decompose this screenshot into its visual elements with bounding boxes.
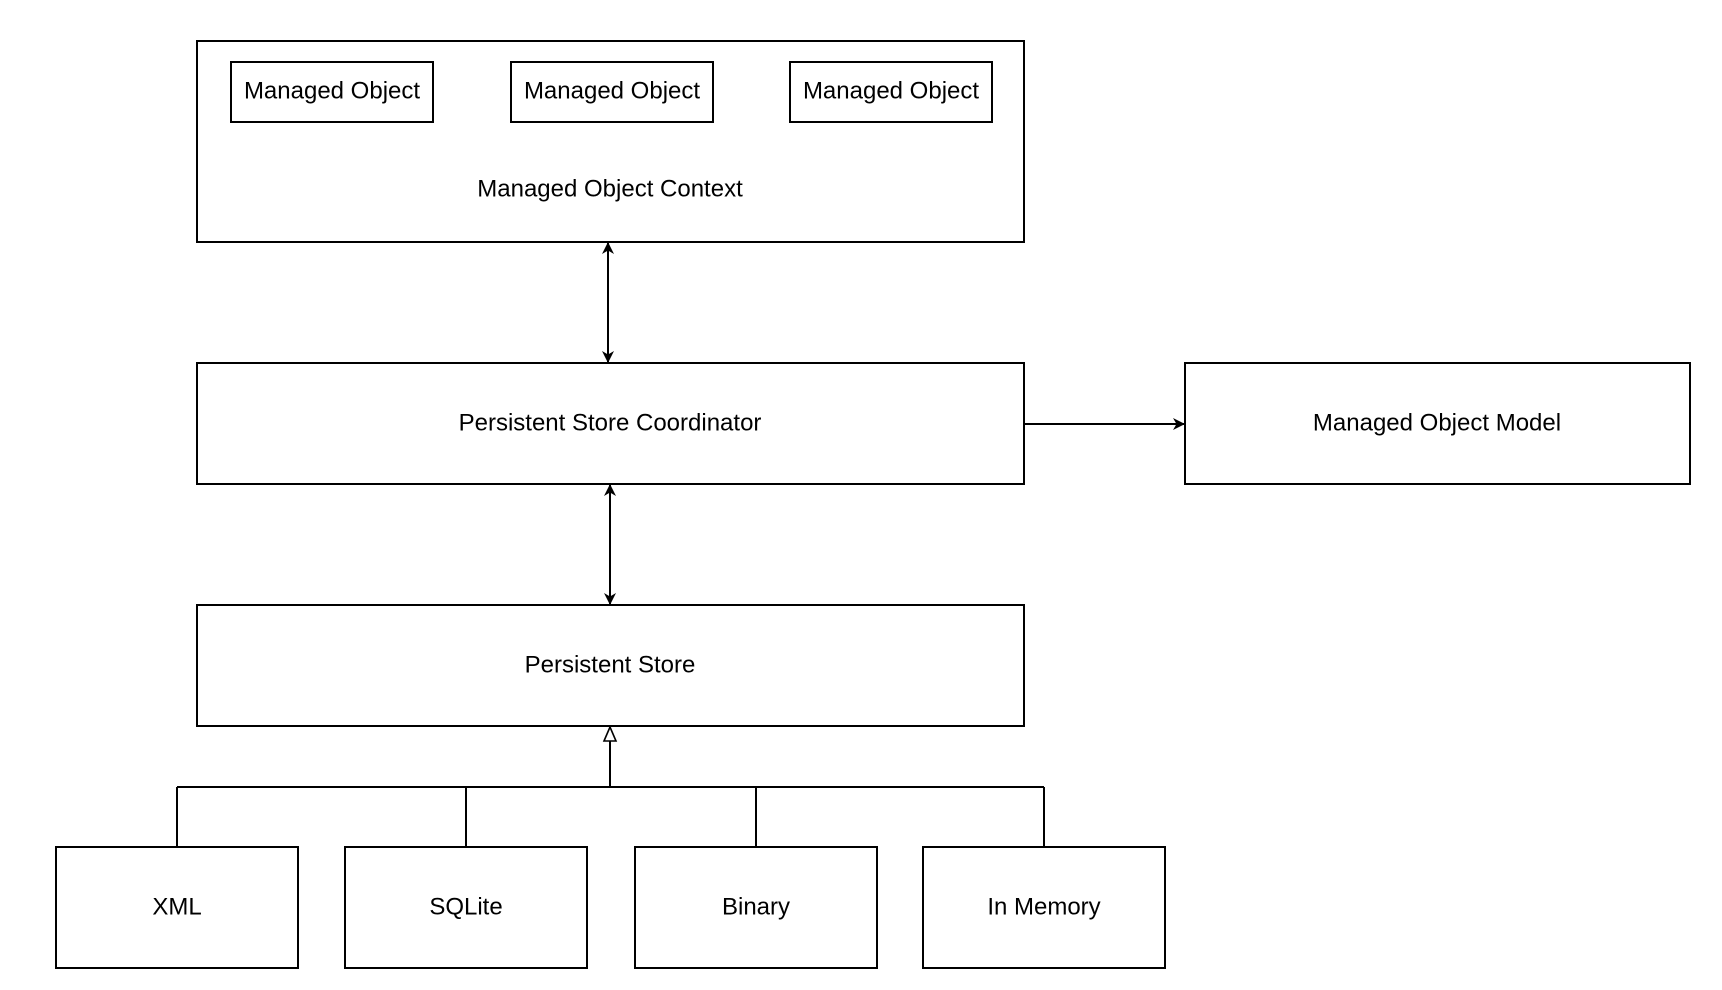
managed-object-box-3: Managed Object bbox=[789, 61, 993, 123]
persistent-store-coordinator-box: Persistent Store Coordinator bbox=[196, 362, 1025, 485]
managed-object-label-1: Managed Object bbox=[244, 77, 420, 104]
store-type-box-sqlite: SQLite bbox=[344, 846, 588, 969]
store-type-label-xml: XML bbox=[152, 893, 201, 920]
managed-object-context-label: Managed Object Context bbox=[477, 175, 743, 202]
store-type-box-in-memory: In Memory bbox=[922, 846, 1166, 969]
managed-object-label-2: Managed Object bbox=[524, 77, 700, 104]
store-type-label-sqlite: SQLite bbox=[429, 893, 502, 920]
store-type-label-in-memory: In Memory bbox=[987, 893, 1100, 920]
managed-object-model-label: Managed Object Model bbox=[1313, 409, 1561, 436]
store-type-label-binary: Binary bbox=[722, 893, 790, 920]
managed-object-label-3: Managed Object bbox=[803, 77, 979, 104]
persistent-store-box: Persistent Store bbox=[196, 604, 1025, 727]
managed-object-box-1: Managed Object bbox=[230, 61, 434, 123]
store-type-box-binary: Binary bbox=[634, 846, 878, 969]
managed-object-model-box: Managed Object Model bbox=[1184, 362, 1691, 485]
store-type-box-xml: XML bbox=[55, 846, 299, 969]
persistent-store-coordinator-label: Persistent Store Coordinator bbox=[459, 409, 762, 436]
persistent-store-label: Persistent Store bbox=[525, 651, 696, 678]
managed-object-box-2: Managed Object bbox=[510, 61, 714, 123]
edge-store-types-inheritance bbox=[176, 727, 1045, 847]
